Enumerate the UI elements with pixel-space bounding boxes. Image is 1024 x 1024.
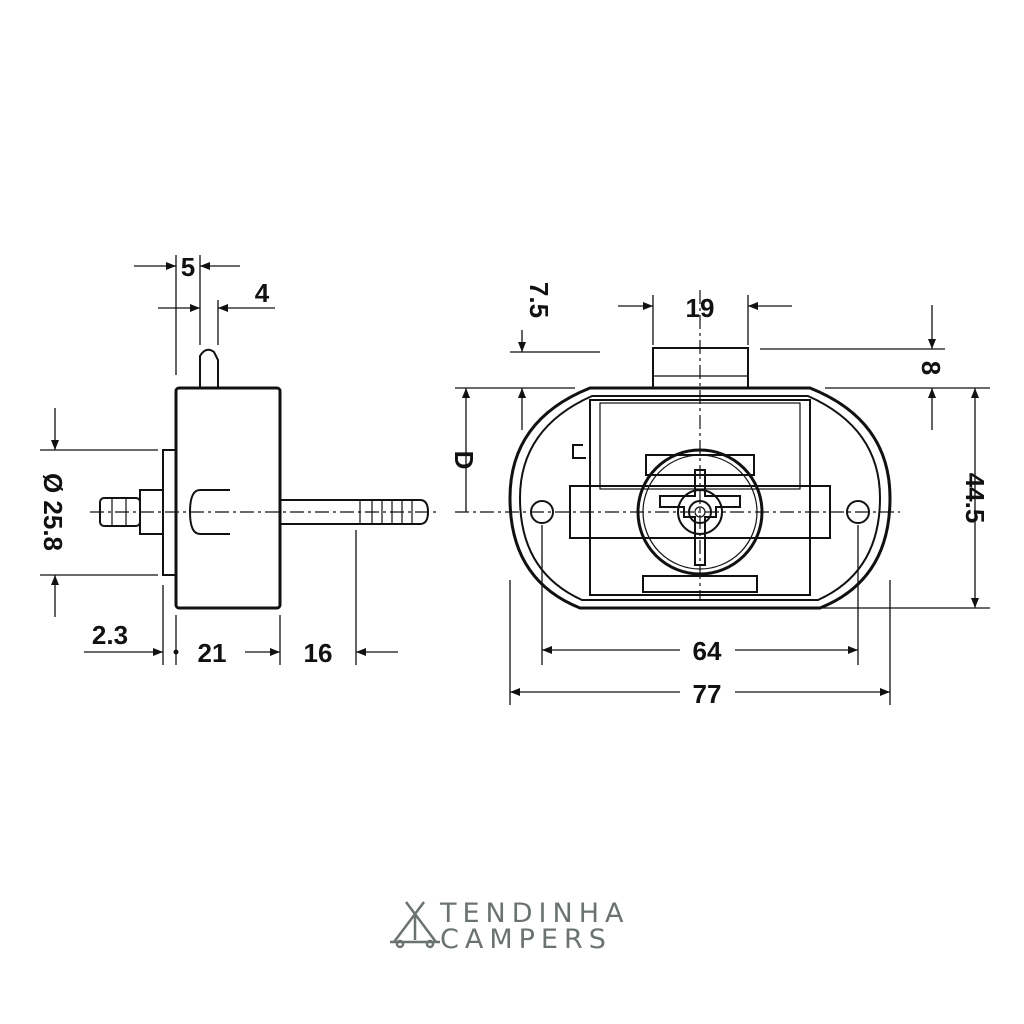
dim-label-16: 16 [304, 638, 333, 668]
dim-label-77: 77 [693, 679, 722, 709]
dim-label-2-3: 2.3 [92, 620, 128, 650]
slot [188, 489, 230, 535]
key-cross [659, 469, 741, 566]
dim-label-4: 4 [255, 278, 270, 308]
shaft [280, 499, 430, 525]
dim-label-19: 19 [686, 293, 715, 323]
tent-icon [390, 901, 440, 949]
logo-line-1: TENDINHA [439, 898, 629, 929]
latch-pin [199, 348, 219, 388]
mounting-hole-left [530, 500, 554, 524]
dim-label-5: 5 [181, 252, 195, 282]
dim-label-diameter: Ø 25.8 [38, 473, 68, 551]
dim-label-44-5: 44.5 [960, 473, 990, 524]
dim-label-d: D [449, 451, 479, 470]
brand-logo: TENDINHA CAMPERS [390, 898, 629, 955]
side-view: 5 4 Ø 25.8 2.3 21 16 [38, 252, 440, 668]
inner-frame [589, 399, 811, 596]
knob [652, 347, 749, 389]
dim-label-7-5: 7.5 [524, 282, 554, 318]
bar [569, 485, 831, 539]
front-view: 7.5 19 8 D 44.5 64 77 [449, 282, 990, 709]
logo-line-2: CAMPERS [440, 924, 612, 955]
cylinder [636, 448, 764, 576]
shaft-tip [99, 497, 141, 527]
dim-label-64: 64 [693, 636, 722, 666]
dim-label-21: 21 [198, 638, 227, 668]
mounting-hole-right [846, 500, 870, 524]
dim-label-8: 8 [916, 361, 946, 375]
